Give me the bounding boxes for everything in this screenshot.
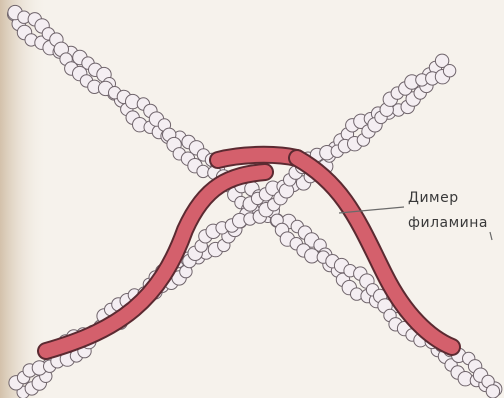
actin-bead	[486, 385, 499, 398]
actin-bead	[443, 65, 455, 77]
dimer-label-line-2: филамина	[408, 214, 488, 232]
page-edge-shadow	[0, 0, 48, 398]
dimer-label-line-1: Димер	[408, 189, 459, 207]
